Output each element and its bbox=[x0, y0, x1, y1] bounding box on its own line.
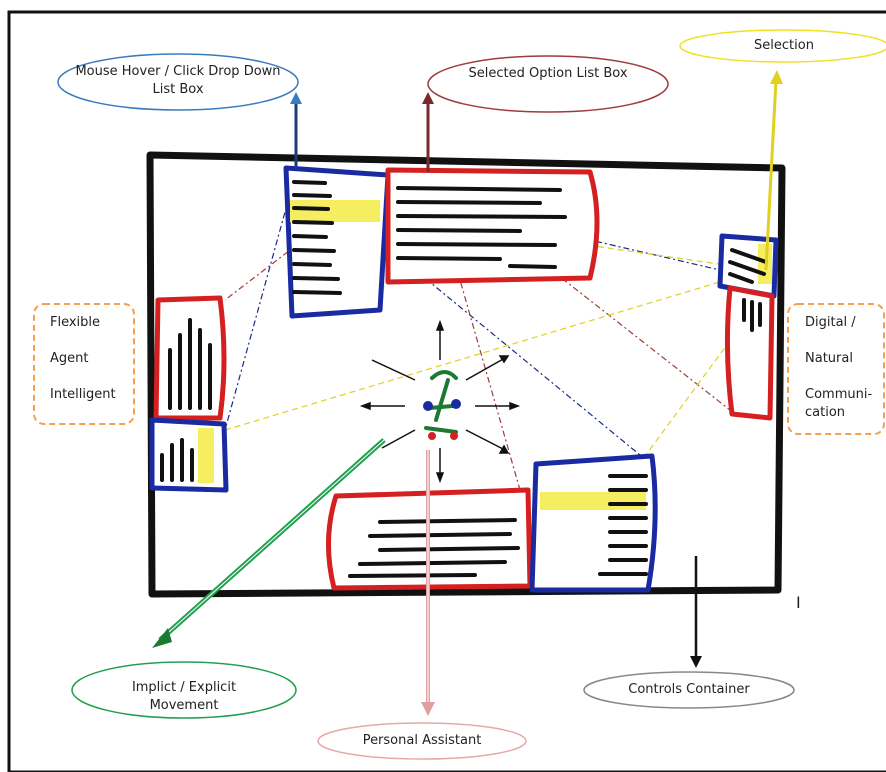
left-side-box bbox=[33, 303, 135, 425]
right-box-line2: Natural bbox=[805, 351, 853, 366]
mouse-hover-callout bbox=[57, 53, 299, 111]
right-side-box bbox=[787, 303, 885, 435]
implicit-movement-label: Implict / Explicit Movement bbox=[131, 680, 237, 713]
cursor-mark: I bbox=[796, 593, 801, 612]
agent-figure bbox=[359, 319, 521, 484]
bottom-dropdown-panel bbox=[529, 453, 658, 593]
personal-assistant-arrow bbox=[421, 450, 435, 716]
outer-border bbox=[7, 10, 886, 772]
selected-option-list-top bbox=[385, 167, 600, 285]
selection-callout bbox=[679, 29, 886, 63]
personal-assistant-label: Personal Assistant bbox=[362, 733, 482, 748]
controls-container-arrow bbox=[690, 556, 702, 668]
selected-option-label: Selected Option List Box bbox=[468, 66, 628, 81]
controls-container-label: Controls Container bbox=[628, 682, 750, 697]
selected-option-arrow bbox=[422, 92, 434, 172]
right-option-panel bbox=[724, 285, 775, 421]
selection-arrow bbox=[764, 70, 783, 271]
implicit-movement-callout bbox=[71, 661, 297, 719]
mouse-hover-label: Mouse Hover / Click Drop Down List Box bbox=[75, 64, 281, 97]
mouse-hover-arrow bbox=[290, 92, 302, 168]
personal-assistant-callout bbox=[317, 722, 527, 760]
left-dropdown-panel bbox=[149, 417, 229, 493]
right-box-line4: cation bbox=[805, 405, 846, 420]
right-box-line1: Digital / bbox=[805, 315, 856, 330]
left-box-line1: Flexible bbox=[50, 315, 101, 330]
implicit-movement-arrow bbox=[152, 438, 386, 648]
selected-option-callout bbox=[427, 55, 669, 113]
left-box-line3: Intelligent bbox=[50, 387, 116, 402]
selection-label: Selection bbox=[754, 38, 814, 53]
left-option-panel bbox=[153, 295, 227, 421]
right-box-line3: Communi- bbox=[805, 387, 873, 402]
controls-container-callout bbox=[583, 671, 795, 709]
left-box-line2: Agent bbox=[50, 351, 89, 366]
dropdown-list-top bbox=[283, 165, 391, 319]
